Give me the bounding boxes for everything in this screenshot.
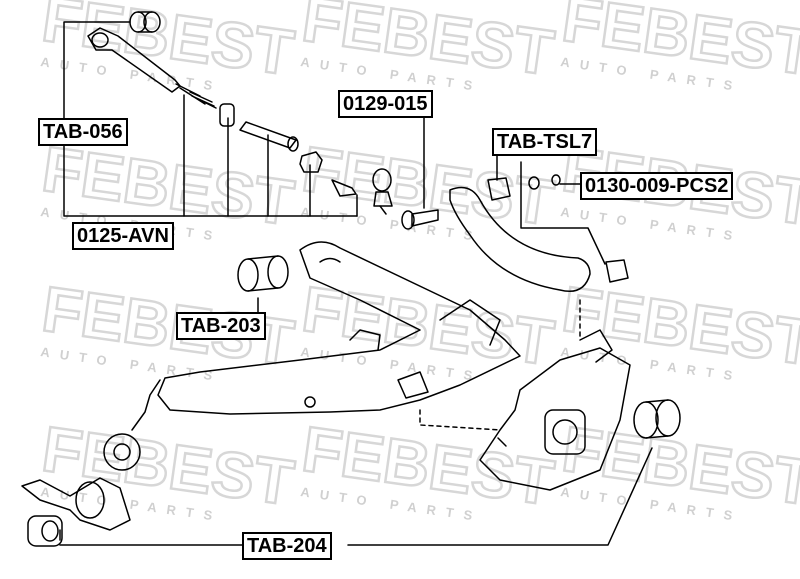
assembly-dashed-lines	[419, 299, 581, 431]
bushing-tab-056	[129, 11, 161, 33]
label-tab-056: TAB-056	[38, 118, 128, 146]
rear-knuckle	[479, 329, 631, 491]
bushing-tab-204-right	[633, 399, 681, 439]
arm-tab-tsl7	[449, 174, 629, 292]
bolt-0129-015	[401, 209, 439, 230]
lower-control-arm	[131, 241, 521, 431]
bushing-tab-203	[237, 255, 289, 292]
upper-link-rod	[87, 27, 217, 109]
bushing-tab-204-left	[21, 433, 141, 547]
bolt-kit-0125-avn	[219, 103, 393, 215]
label-tab-203: TAB-203	[176, 312, 266, 340]
label-0129-015: 0129-015	[338, 90, 433, 118]
label-tab-tsl7: TAB-TSL7	[492, 128, 598, 156]
label-0125-avn: 0125-AVN	[72, 222, 174, 250]
label-tab-204: TAB-204	[242, 532, 332, 560]
label-0130-009-pcs2: 0130-009-PCS2	[580, 172, 734, 200]
